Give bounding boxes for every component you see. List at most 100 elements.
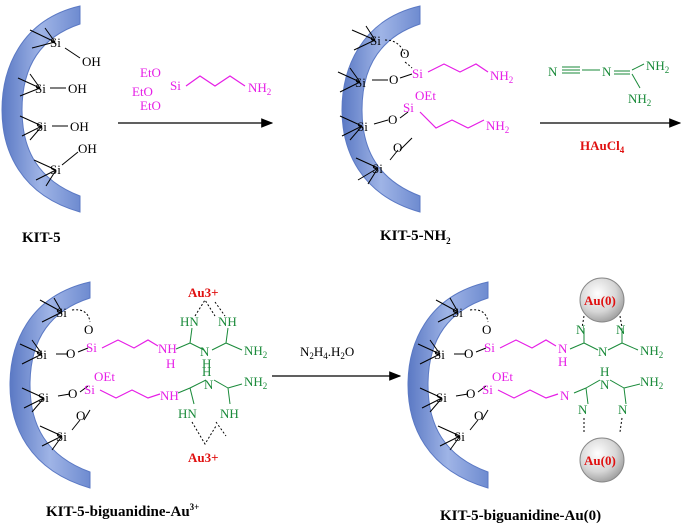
oh-group: OH [70,119,89,134]
silica-support-shape [407,281,489,489]
si-atom: Si [36,119,47,134]
au-nanoparticle [579,277,625,323]
n-atom: N [576,322,586,337]
si-atom-linker: Si [403,100,414,115]
o-atom: O [68,386,77,401]
silica-support-shape [9,281,91,489]
si-atom: Si [56,305,67,320]
label-kit5-biguanidine-au3: KIT-5-biguanidine-Au3+ [46,502,199,520]
nh-group: NH [220,406,239,421]
n-atom: N [558,341,568,356]
step1-reagent: EtO Si EtO EtO NH2 [118,65,274,128]
oh-group: OH [78,141,97,156]
step3-reagent: N2H4.H2O [272,344,402,381]
si-atom: Si [452,305,463,320]
si-atom-linker: Si [484,340,495,355]
h-atom: H [600,364,609,379]
o-atom: O [464,346,473,361]
si-atom: Si [36,347,47,362]
nh2-group: NH2 [490,68,513,85]
eto-group: EtO [140,98,161,113]
si-atom: Si [454,429,465,444]
o-atom: O [76,408,85,423]
eto-group: EtO [132,84,153,99]
n-atom: N [578,402,588,417]
h-atom: H [558,354,567,369]
au0-label: Au(0) [584,453,616,468]
label-kit5-biguanidine-au0: KIT-5-biguanidine-Au(0) [440,508,601,524]
si-atom: Si [56,429,67,444]
n-atom: N [560,388,570,403]
n-atom: N [600,377,610,392]
n-atom: N [548,64,558,79]
nh-group: NH [158,341,177,356]
h-atom: H [166,356,175,371]
o-atom: O [388,112,397,127]
au-nanoparticle [579,437,625,483]
si-atom: Si [35,81,46,96]
nh2-group: NH2 [646,58,669,75]
o-atom: O [84,322,93,337]
oh-group: OH [68,81,87,96]
hydrazine-reagent: N2H4.H2O [300,344,354,361]
si-atom: Si [50,162,61,177]
si-atom: Si [436,390,447,405]
nh2-group: NH2 [244,374,267,391]
o-atom: O [66,346,75,361]
si-atom-linker: Si [482,382,493,397]
nh2-group: NH2 [486,118,509,135]
au0-label: Au(0) [584,293,616,308]
kit5-biguanidine-au3-panel: Si O Si O Si Si O Si OEt O Si NH H NH [9,281,267,520]
nh2-group: NH2 [640,374,663,391]
hn-group: HN [178,406,197,421]
n-atom: N [602,64,612,79]
si-atom-linker: Si [86,340,97,355]
nh2-group: NH2 [244,343,267,360]
si-atom: Si [370,33,381,48]
nh-group: NH [160,388,179,403]
n-atom: N [616,322,626,337]
oh-group: OH [82,54,101,69]
si-atom: Si [50,35,61,50]
si-atom-linker: Si [412,66,423,81]
n-atom: N [618,402,628,417]
nh2-group: NH2 [248,80,271,97]
si-atom: Si [357,119,368,134]
au3-ion: Au3+ [188,450,219,465]
o-atom: O [393,140,402,155]
label-kit5: KIT-5 [22,230,61,246]
eto-group: EtO [140,65,161,80]
o-atom: O [482,322,491,337]
kit5-panel: Si OH Si OH Si OH Si OH KIT-5 [1,5,101,246]
si-atom: Si [434,347,445,362]
oet-group: OEt [415,88,436,103]
hauCl4-reagent: HAuCl4 [580,138,625,155]
step2-reagent: N N NH2 NH2 HAuCl4 [540,58,682,155]
si-atom-linker: Si [84,382,95,397]
o-atom: O [474,408,483,423]
si-atom: Si [355,75,366,90]
kit5-biguanidine-au0-panel: Si O Si O Si Si O Si OEt O Si N H N [407,277,663,524]
si-atom: Si [170,78,181,93]
label-kit5-nh2: KIT-5-NH2 [380,228,451,246]
o-atom: O [389,72,398,87]
o-atom: O [466,386,475,401]
n-atom: N [204,377,214,392]
oet-group: OEt [94,369,115,384]
nh2-group: NH2 [628,91,651,108]
hn-group: HN [180,314,199,329]
si-atom: Si [372,161,383,176]
n-atom: N [598,344,608,359]
h-atom: H [202,356,211,371]
au3-ion: Au3+ [188,285,219,300]
o-atom: O [400,46,409,61]
oet-group: OEt [492,369,513,384]
h-atom: H [202,364,211,379]
nh-group: NH [218,314,237,329]
n-atom: N [200,344,210,359]
si-atom: Si [38,390,49,405]
nh2-group: NH2 [640,343,663,360]
silica-support-shape [1,5,81,213]
